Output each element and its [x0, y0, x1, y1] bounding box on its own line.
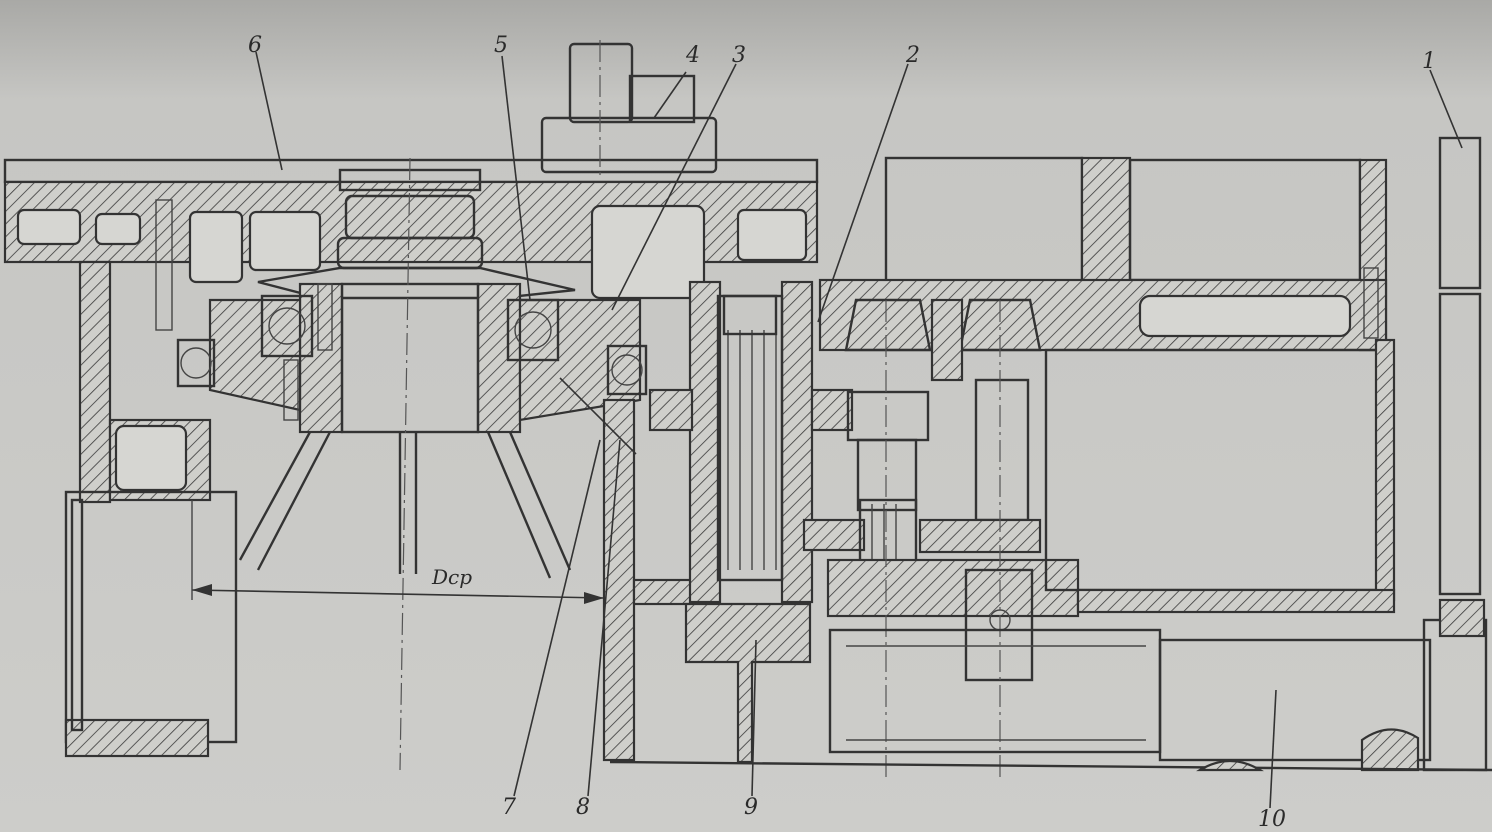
- dimension-label: Dcp: [431, 565, 472, 589]
- callout-10: 10: [1258, 807, 1286, 832]
- vertical-shaft: [648, 280, 854, 764]
- lower-frame: [609, 338, 1492, 772]
- leader-lines: [255, 51, 1463, 809]
- callout-1: 1: [1422, 49, 1436, 74]
- callout-5: 5: [494, 33, 508, 58]
- callout-2: 2: [905, 43, 920, 68]
- diameter-dimension: [191, 500, 605, 604]
- callout-3: 3: [732, 43, 746, 68]
- callout-4: 4: [685, 43, 700, 68]
- central-turntable: [208, 157, 642, 771]
- callout-labels: 1 2 3 4 5 6 7 8 9 10 Dcp: [248, 33, 1436, 832]
- right-housing: [818, 136, 1482, 596]
- callout-9: 9: [744, 795, 758, 820]
- bearings: [176, 294, 648, 396]
- callout-6: 6: [248, 33, 262, 58]
- callout-8: 8: [576, 795, 590, 820]
- motor-unit: [540, 40, 718, 175]
- left-frame: [64, 260, 238, 758]
- callout-7: 7: [502, 795, 516, 820]
- gear-train: [802, 298, 1080, 780]
- bolts: [155, 199, 1379, 421]
